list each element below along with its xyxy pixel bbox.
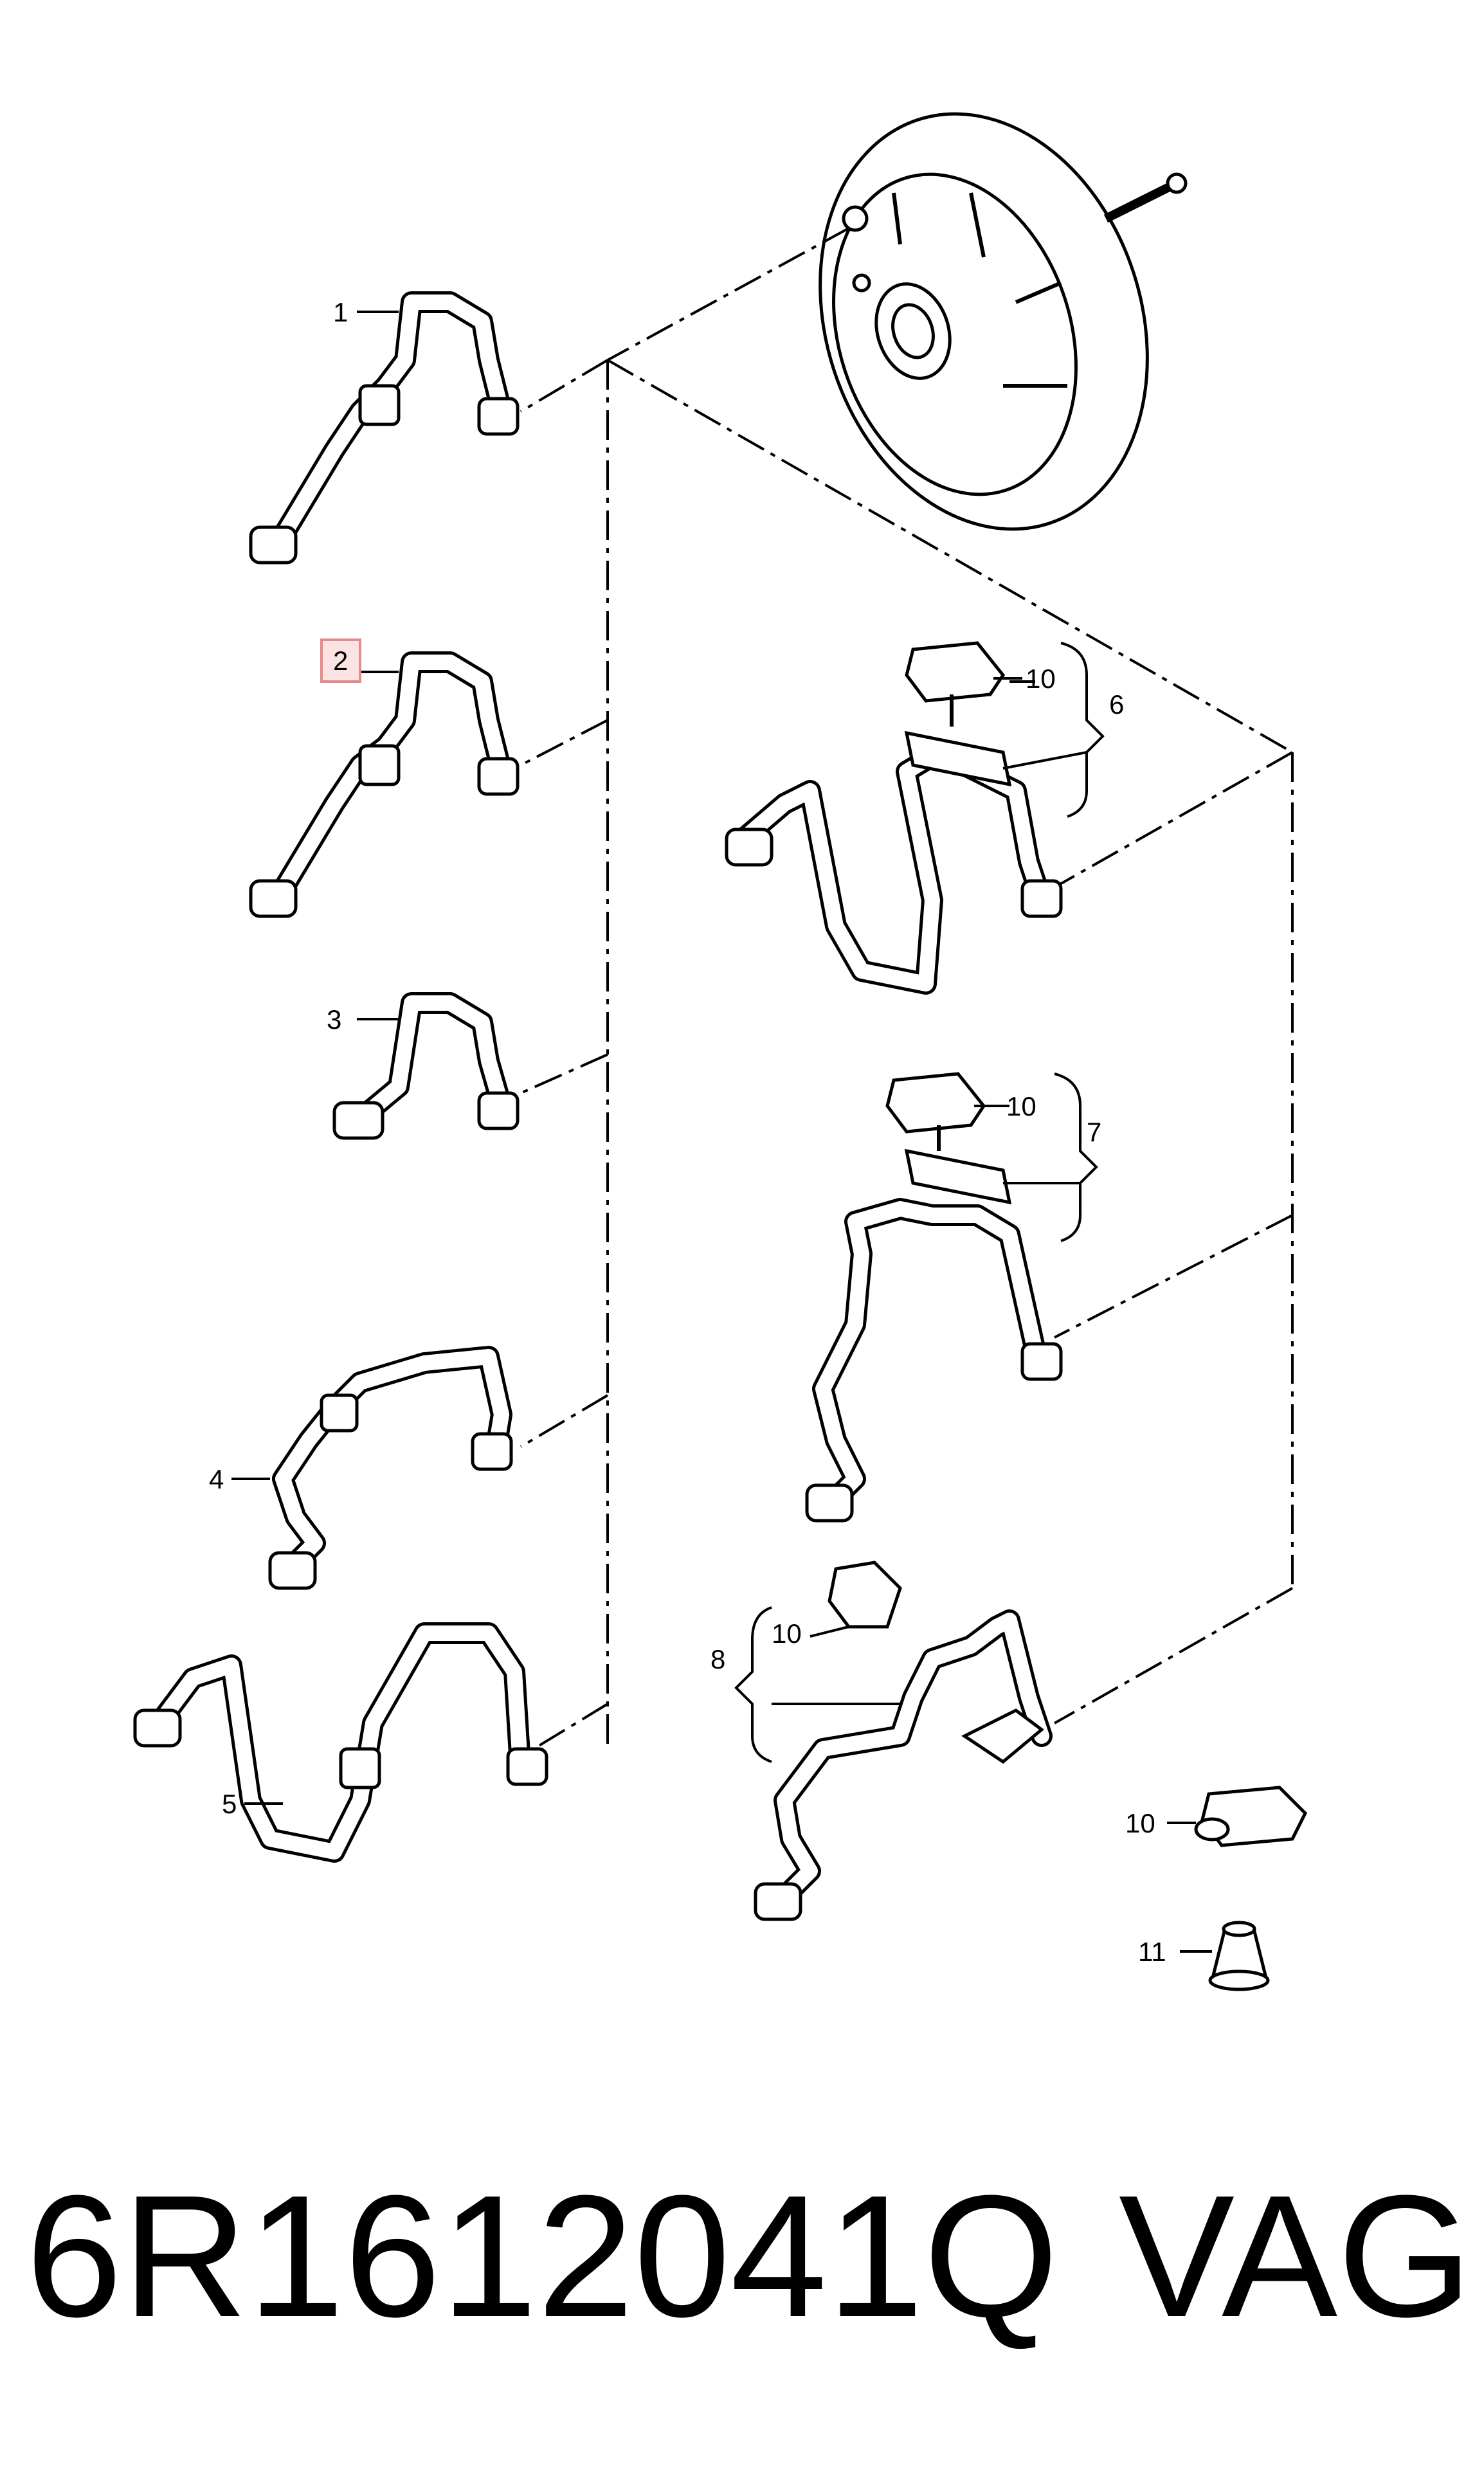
callout-11: 11 (1138, 1937, 1166, 1967)
callout-5: 5 (222, 1789, 237, 1819)
callout-8: 8 (710, 1644, 725, 1674)
callout-3: 3 (327, 1004, 341, 1035)
protective-cap-11 (1208, 1921, 1270, 1991)
vacuum-hose-assembly-7 (805, 1072, 1098, 1523)
exploded-parts-diagram: 1 2 3 4 5 6 7 8 10 10 10 10 11 (133, 112, 1308, 1991)
callout-10-assembly-8: 10 (772, 1618, 802, 1649)
callout-7: 7 (1087, 1117, 1101, 1147)
vacuum-hose-5 (133, 1622, 548, 1863)
vacuum-hose-1 (249, 291, 520, 565)
callout-10-assembly-6: 10 (1026, 664, 1056, 694)
leader-lines (520, 227, 1294, 1750)
callout-10-assembly-7: 10 (1006, 1091, 1036, 1121)
vacuum-hose-3 (332, 992, 520, 1140)
callout-10-sensor: 10 (1125, 1808, 1155, 1838)
part-number: 6R1612041Q (26, 2160, 1059, 2353)
vacuum-hose-assembly-8 (734, 1561, 1053, 1921)
callout-4: 4 (209, 1464, 224, 1494)
pressure-sensor-10 (1194, 1786, 1308, 1847)
vacuum-hose-2 (249, 651, 520, 918)
callout-2: 2 (333, 646, 348, 676)
footer-caption: 6R1612041Q VAG (26, 2160, 1472, 2353)
vacuum-hose-assembly-6 (725, 641, 1105, 995)
vacuum-hose-4 (268, 1346, 513, 1590)
callout-1: 1 (333, 297, 348, 327)
highlight-box-part-2 (320, 638, 361, 683)
brand-name: VAG (1119, 2160, 1473, 2353)
brake-booster (819, 112, 1188, 531)
callout-ticks (231, 311, 1212, 1953)
callout-6: 6 (1109, 689, 1124, 720)
